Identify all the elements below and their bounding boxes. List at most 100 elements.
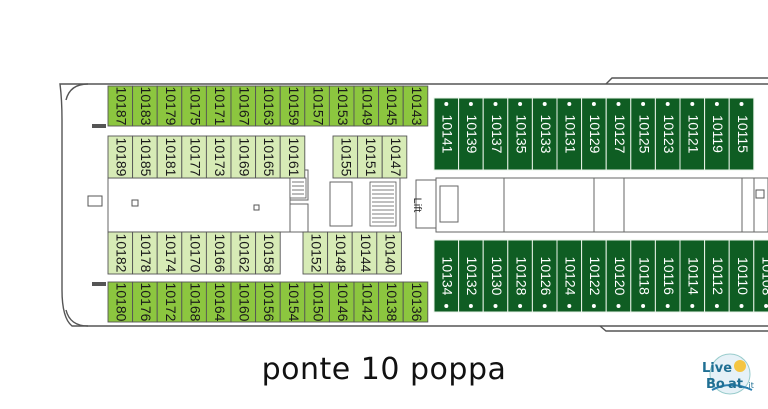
cabin-box[interactable] — [181, 135, 207, 179]
cabin-10124[interactable]: 10124 — [556, 239, 583, 313]
cabin-10180[interactable]: 10180 — [107, 281, 134, 323]
cabin-box[interactable] — [255, 281, 281, 323]
cabin-10183[interactable]: 10183 — [132, 85, 158, 127]
cabin-box[interactable] — [132, 135, 158, 179]
cabin-box[interactable] — [402, 85, 429, 127]
cabin-box[interactable] — [332, 135, 359, 179]
cabin-10140[interactable]: 10140 — [376, 231, 402, 275]
cabin-box[interactable] — [132, 281, 158, 323]
cabin-box[interactable] — [630, 239, 656, 313]
cabin-box[interactable] — [181, 281, 207, 323]
cabin-10173[interactable]: 10173 — [205, 135, 232, 179]
cabin-10169[interactable]: 10169 — [230, 135, 257, 179]
cabin-box[interactable] — [107, 85, 134, 127]
cabin-10151[interactable]: 10151 — [357, 135, 383, 179]
cabin-box[interactable] — [482, 97, 509, 171]
cabin-10125[interactable]: 10125 — [630, 97, 656, 171]
cabin-box[interactable] — [531, 239, 558, 313]
cabin-box[interactable] — [353, 281, 380, 323]
cabin-10160[interactable]: 10160 — [230, 281, 257, 323]
cabin-box[interactable] — [132, 231, 158, 275]
cabin-box[interactable] — [255, 85, 281, 127]
cabin-10136[interactable]: 10136 — [402, 281, 429, 323]
cabin-10154[interactable]: 10154 — [279, 281, 306, 323]
cabin-box[interactable] — [181, 85, 207, 127]
cabin-box[interactable] — [704, 239, 730, 313]
cabin-box[interactable] — [304, 85, 330, 127]
cabin-10181[interactable]: 10181 — [156, 135, 183, 179]
cabin-box[interactable] — [753, 239, 768, 313]
cabin-10135[interactable]: 10135 — [507, 97, 533, 171]
cabin-10133[interactable]: 10133 — [531, 97, 558, 171]
cabin-box[interactable] — [255, 231, 281, 275]
cabin-10168[interactable]: 10168 — [181, 281, 207, 323]
cabin-10158[interactable]: 10158 — [255, 231, 281, 275]
cabin-10150[interactable]: 10150 — [304, 281, 330, 323]
cabin-10162[interactable]: 10162 — [230, 231, 257, 275]
cabin-box[interactable] — [302, 231, 329, 275]
cabin-10145[interactable]: 10145 — [378, 85, 404, 127]
cabin-10128[interactable]: 10128 — [507, 239, 533, 313]
cabin-box[interactable] — [507, 239, 533, 313]
cabin-box[interactable] — [654, 97, 681, 171]
cabin-box[interactable] — [376, 231, 402, 275]
cabin-box[interactable] — [581, 97, 607, 171]
cabin-10176[interactable]: 10176 — [132, 281, 158, 323]
cabin-10134[interactable]: 10134 — [433, 239, 460, 313]
cabin-10112[interactable]: 10112 — [704, 239, 730, 313]
cabin-box[interactable] — [107, 281, 134, 323]
cabin-10144[interactable]: 10144 — [351, 231, 378, 275]
cabin-10178[interactable]: 10178 — [132, 231, 158, 275]
cabin-10119[interactable]: 10119 — [704, 97, 730, 171]
cabin-10172[interactable]: 10172 — [156, 281, 183, 323]
cabin-10147[interactable]: 10147 — [381, 135, 408, 179]
cabin-box[interactable] — [402, 281, 429, 323]
cabin-box[interactable] — [327, 231, 353, 275]
cabin-10189[interactable]: 10189 — [107, 135, 134, 179]
cabin-10182[interactable]: 10182 — [107, 231, 134, 275]
cabin-10143[interactable]: 10143 — [402, 85, 429, 127]
cabin-box[interactable] — [156, 231, 183, 275]
cabin-10166[interactable]: 10166 — [205, 231, 232, 275]
cabin-box[interactable] — [351, 231, 378, 275]
cabin-box[interactable] — [581, 239, 607, 313]
cabin-10126[interactable]: 10126 — [531, 239, 558, 313]
cabin-10137[interactable]: 10137 — [482, 97, 509, 171]
cabin-box[interactable] — [107, 231, 134, 275]
cabin-box[interactable] — [458, 97, 484, 171]
cabin-box[interactable] — [156, 135, 183, 179]
cabin-10161[interactable]: 10161 — [279, 135, 306, 179]
cabin-10153[interactable]: 10153 — [328, 85, 355, 127]
cabin-box[interactable] — [230, 135, 257, 179]
cabin-10139[interactable]: 10139 — [458, 97, 484, 171]
cabin-box[interactable] — [605, 239, 632, 313]
cabin-box[interactable] — [230, 281, 257, 323]
cabin-10179[interactable]: 10179 — [156, 85, 183, 127]
cabin-10148[interactable]: 10148 — [327, 231, 353, 275]
cabin-box[interactable] — [679, 239, 706, 313]
cabin-10142[interactable]: 10142 — [353, 281, 380, 323]
cabin-10165[interactable]: 10165 — [255, 135, 281, 179]
cabin-box[interactable] — [433, 97, 460, 171]
cabin-box[interactable] — [605, 97, 632, 171]
cabin-10170[interactable]: 10170 — [181, 231, 207, 275]
cabin-10130[interactable]: 10130 — [482, 239, 509, 313]
cabin-box[interactable] — [279, 85, 306, 127]
cabin-10146[interactable]: 10146 — [328, 281, 355, 323]
cabin-box[interactable] — [378, 85, 404, 127]
cabin-10129[interactable]: 10129 — [581, 97, 607, 171]
cabin-box[interactable] — [156, 281, 183, 323]
cabin-10164[interactable]: 10164 — [205, 281, 232, 323]
cabin-10167[interactable]: 10167 — [230, 85, 257, 127]
cabin-box[interactable] — [328, 85, 355, 127]
cabin-10132[interactable]: 10132 — [458, 239, 484, 313]
cabin-10121[interactable]: 10121 — [679, 97, 706, 171]
cabin-10159[interactable]: 10159 — [279, 85, 306, 127]
cabin-10171[interactable]: 10171 — [205, 85, 232, 127]
cabin-10114[interactable]: 10114 — [679, 239, 706, 313]
cabin-box[interactable] — [378, 281, 404, 323]
cabin-box[interactable] — [107, 135, 134, 179]
cabin-10122[interactable]: 10122 — [581, 239, 607, 313]
cabin-box[interactable] — [381, 135, 408, 179]
cabin-10108[interactable]: 10108 — [753, 239, 768, 313]
